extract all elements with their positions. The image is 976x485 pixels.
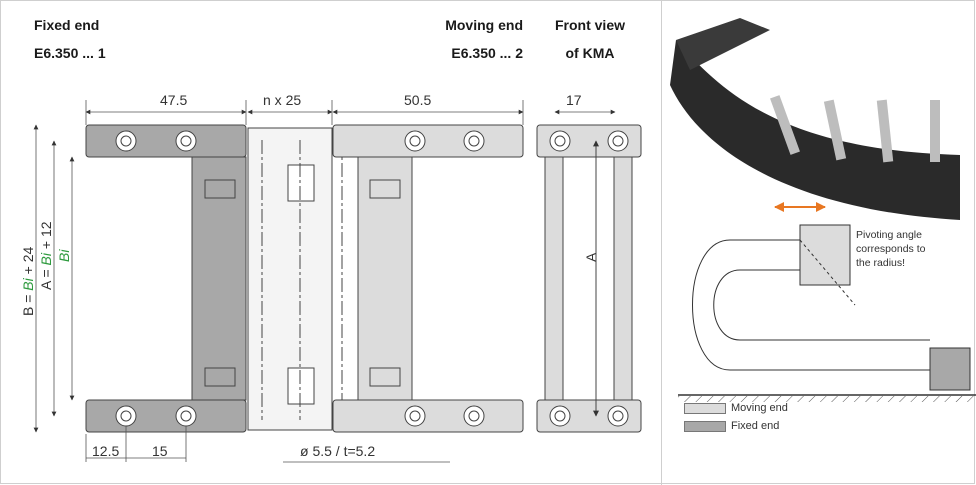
fixed-end-header: Fixed end E6.350 ... 1 xyxy=(34,17,106,62)
moving-end-bottom-bar xyxy=(332,399,524,433)
fixed-end-code: E6.350 ... 1 xyxy=(34,45,106,61)
dim-top-mid: n x 25 xyxy=(263,92,302,108)
moving-end-title: Moving end xyxy=(445,17,523,33)
moving-end-side xyxy=(357,156,413,401)
bracket-assembly xyxy=(85,124,642,433)
dim-front-width: 17 xyxy=(566,92,582,108)
dim-bottom-a: 12.5 xyxy=(92,443,120,459)
fixed-end-top-bar xyxy=(85,124,247,158)
dim-top-right: 50.5 xyxy=(404,92,432,108)
moving-end-header: Moving end E6.350 ... 2 xyxy=(400,17,523,62)
dim-top-left: 47.5 xyxy=(160,92,188,108)
fixed-end-title: Fixed end xyxy=(34,17,100,33)
panel-divider xyxy=(661,0,662,485)
legend-fixed-swatch xyxy=(684,420,726,432)
bolt-icons xyxy=(115,130,485,427)
chain-photo xyxy=(670,18,960,220)
pivot-note: Pivoting angle corresponds to the radius… xyxy=(856,229,926,269)
front-view-title: Front view xyxy=(554,17,625,33)
dim-hole: ø 5.5 / t=5.2 xyxy=(300,443,376,459)
front-view xyxy=(536,124,642,433)
dimension-lines xyxy=(33,100,616,463)
fixed-end-side xyxy=(191,156,247,401)
legend-moving: Moving end xyxy=(684,402,788,414)
legend-moving-swatch xyxy=(684,402,726,414)
moving-end-code: E6.350 ... 2 xyxy=(451,45,523,61)
fixed-end-bottom-bar xyxy=(85,399,247,433)
moving-end-top-bar xyxy=(332,124,524,158)
chain-bend-diagram xyxy=(678,202,976,402)
legend-fixed: Fixed end xyxy=(684,420,779,432)
front-view-header: Front view of KMA xyxy=(535,17,645,62)
front-view-subtitle: of KMA xyxy=(565,45,615,61)
dim-bottom-b: 15 xyxy=(152,443,168,459)
